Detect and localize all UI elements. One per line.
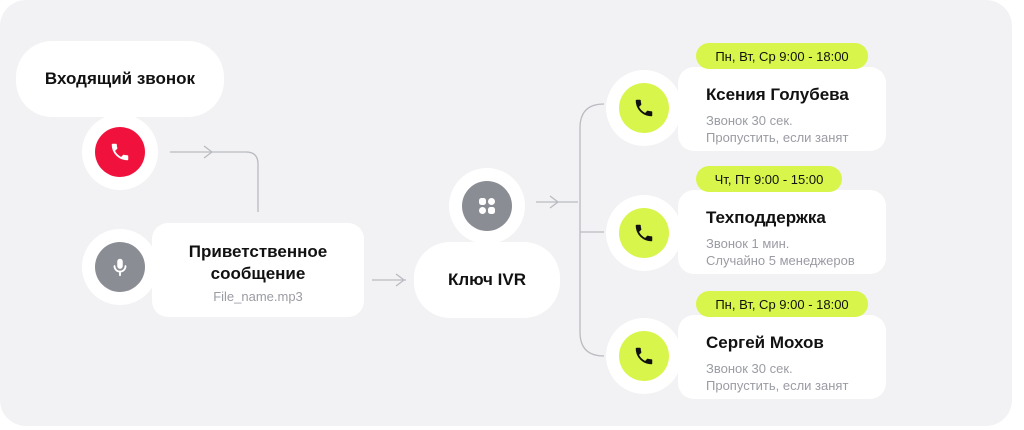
schedule-badge: Пн, Вт, Ср 9:00 - 18:00 xyxy=(696,43,868,69)
bracket xyxy=(579,103,605,357)
operator-card-2: Техподдержка Звонок 1 мин. Случайно 5 ме… xyxy=(678,190,886,274)
ivr-icon-circle xyxy=(449,168,525,244)
operator-detail: Звонок 30 сек. xyxy=(706,361,793,376)
arrow-head xyxy=(203,145,214,159)
incoming-call-node: Входящий звонок xyxy=(16,41,224,117)
operator-icon-circle xyxy=(606,318,682,394)
operator-card-1: Ксения Голубева Звонок 30 сек. Пропустит… xyxy=(678,67,886,151)
phone-icon xyxy=(619,331,669,381)
arrow-head xyxy=(549,195,560,209)
operator-detail: Звонок 1 мин. xyxy=(706,236,790,251)
ivr-label: Ключ IVR xyxy=(448,270,526,289)
operator-detail: Случайно 5 менеджеров xyxy=(706,253,855,268)
operator-name: Техподдержка xyxy=(706,208,826,227)
greeting-icon-circle xyxy=(82,229,158,305)
operator-name: Ксения Голубева xyxy=(706,85,849,104)
greeting-title: Приветственное сообщение xyxy=(188,242,328,283)
phone-icon xyxy=(619,208,669,258)
phone-icon xyxy=(619,83,669,133)
schedule-badge: Пн, Вт, Ср 9:00 - 18:00 xyxy=(696,291,868,317)
operator-detail: Пропустить, если занят xyxy=(706,378,849,393)
operator-card-3: Сергей Мохов Звонок 30 сек. Пропустить, … xyxy=(678,315,886,399)
microphone-icon xyxy=(95,242,145,292)
operator-name: Сергей Мохов xyxy=(706,333,824,352)
arrow-head xyxy=(395,273,406,287)
incoming-call-label: Входящий звонок xyxy=(44,69,196,88)
greeting-file: File_name.mp3 xyxy=(213,289,303,304)
operator-detail: Пропустить, если занят xyxy=(706,130,849,145)
operator-detail: Звонок 30 сек. xyxy=(706,113,793,128)
schedule-badge: Чт, Пт 9:00 - 15:00 xyxy=(696,166,842,192)
operator-icon-circle xyxy=(606,70,682,146)
phone-icon xyxy=(95,127,145,177)
ivr-node: Ключ IVR xyxy=(414,242,560,318)
operator-icon-circle xyxy=(606,195,682,271)
greeting-card: Приветственное сообщение File_name.mp3 xyxy=(152,223,364,317)
incoming-call-icon-circle xyxy=(82,114,158,190)
connector-incoming-to-greeting xyxy=(170,151,259,212)
grid-icon xyxy=(462,181,512,231)
